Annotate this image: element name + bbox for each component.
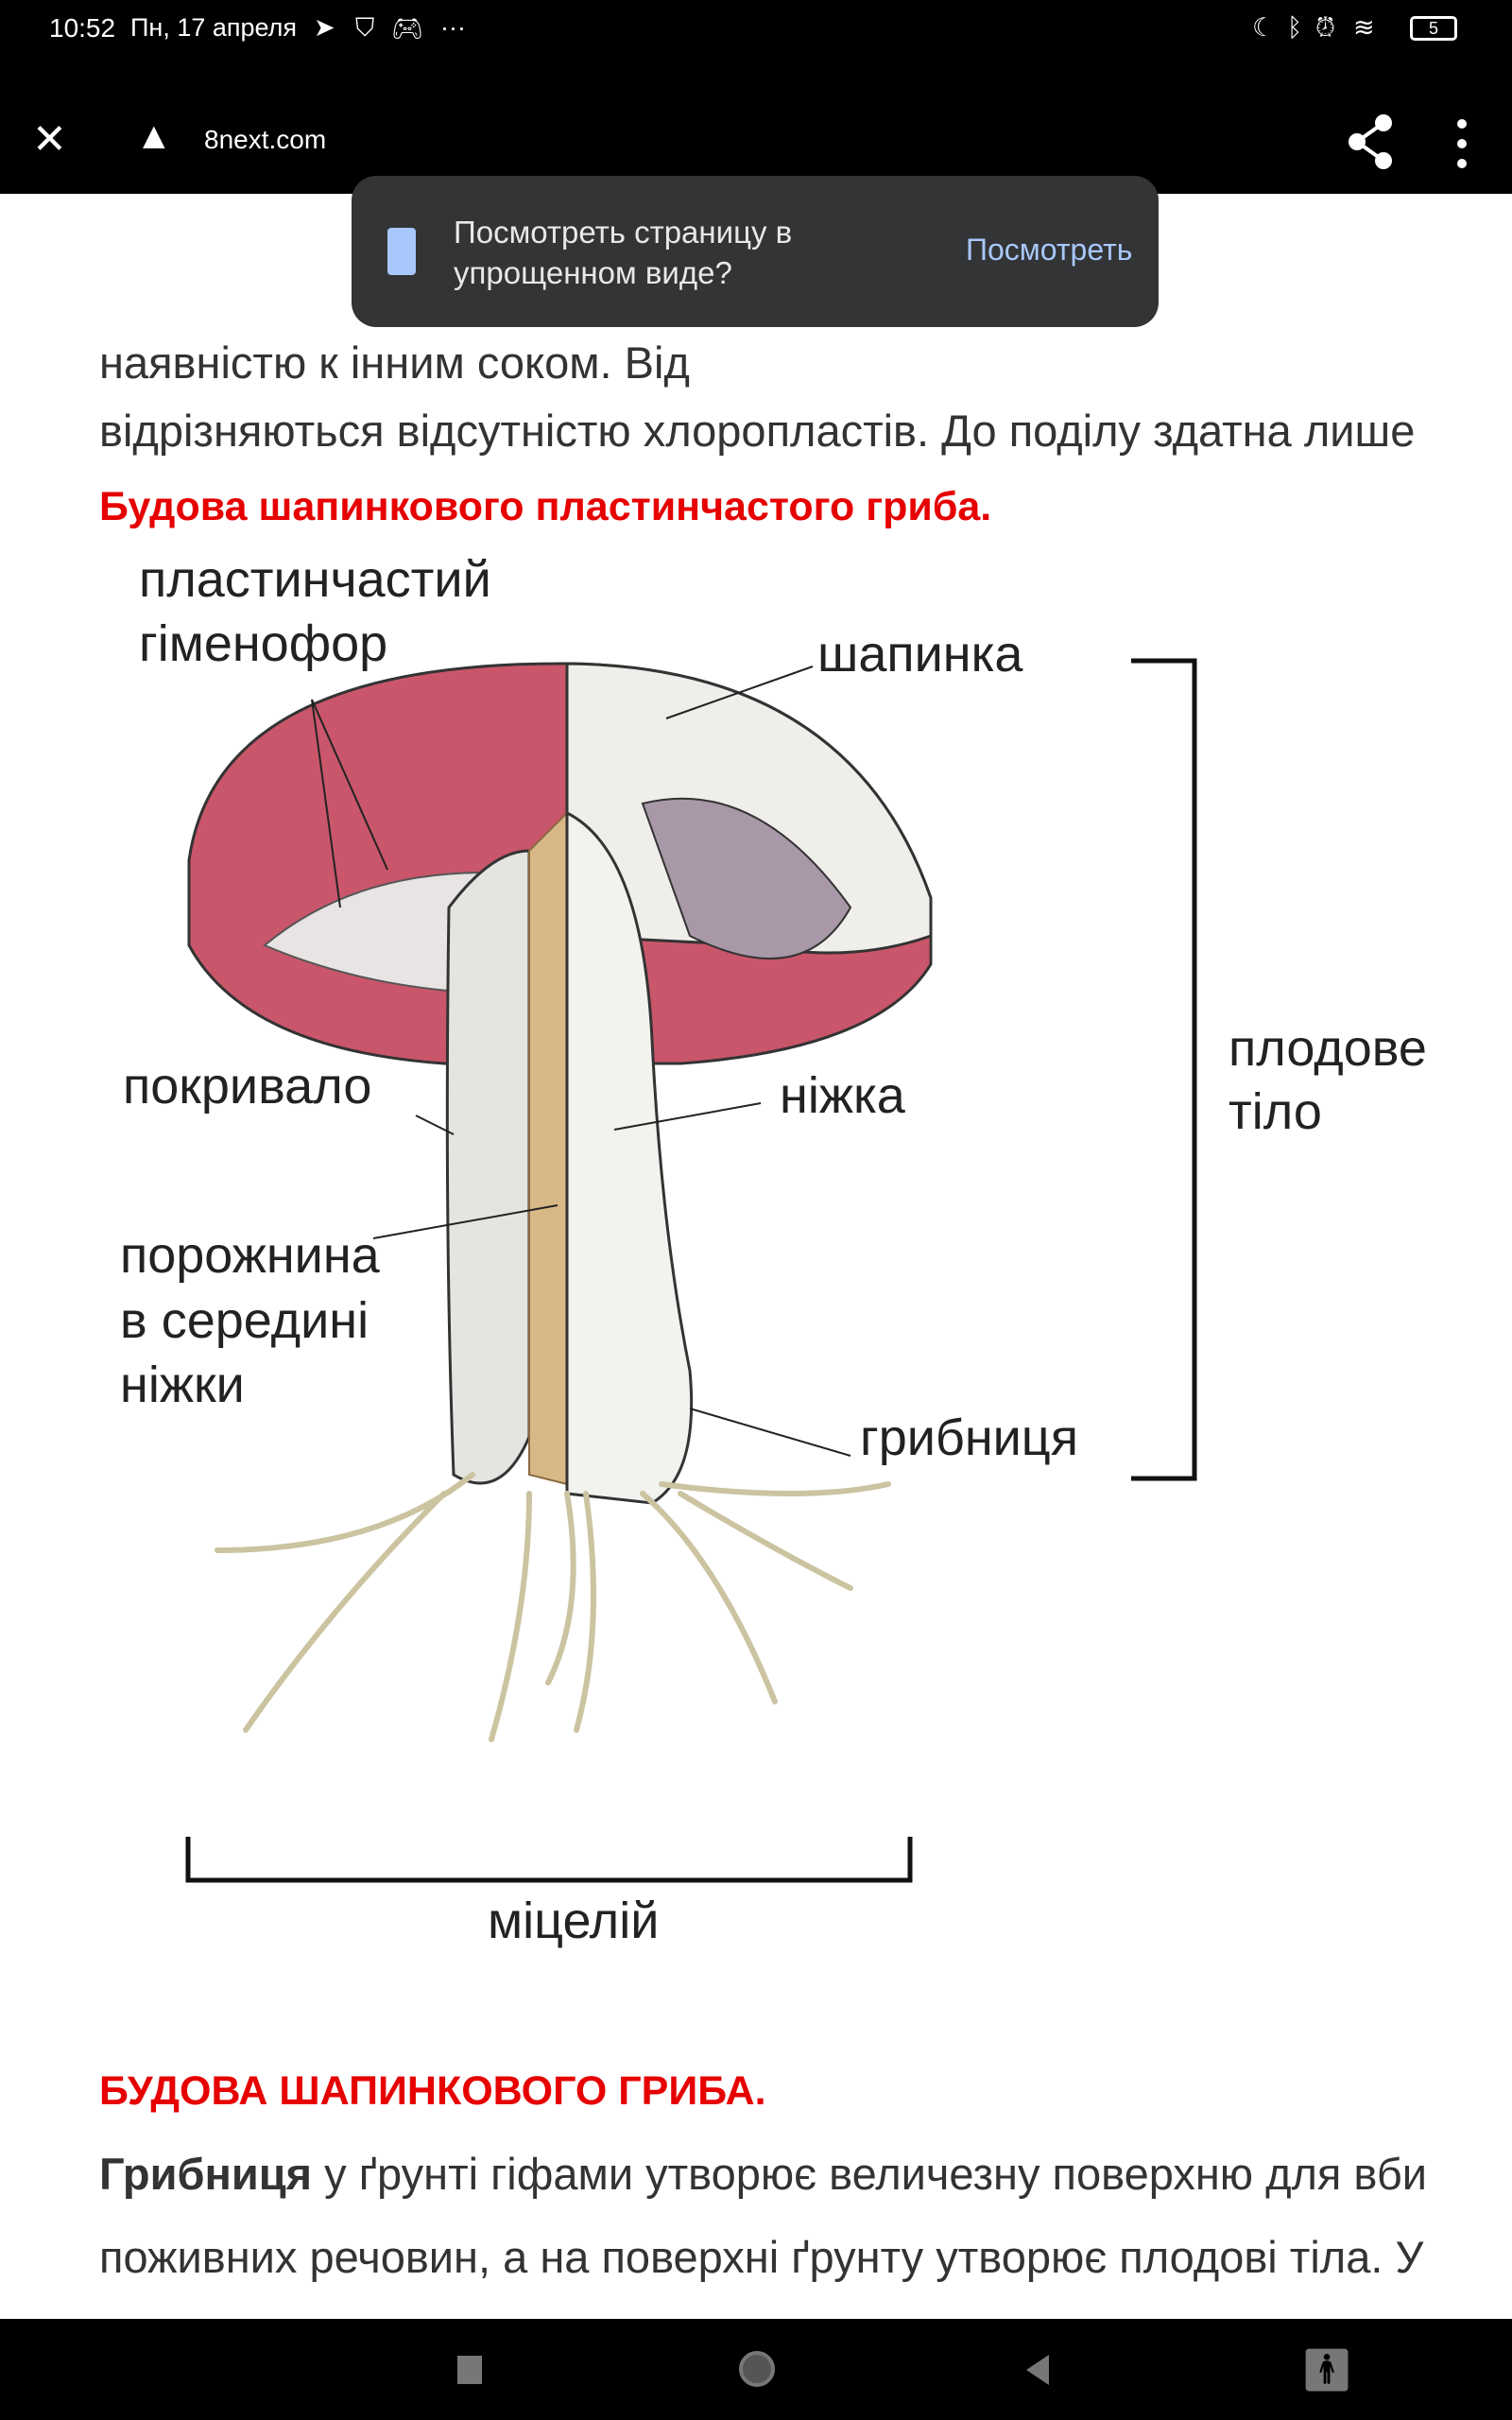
more-notifications: ··· <box>440 13 466 42</box>
bluetooth-icon: ᛒ <box>1287 13 1303 42</box>
moon-icon: ☾ <box>1252 13 1276 42</box>
bold-term: Грибниця <box>99 2149 313 2199</box>
clock: 10:52 <box>49 13 116 43</box>
text-line: наявністю к інним соком. Від <box>99 337 690 388</box>
label-cavity: ніжки <box>120 1357 245 1413</box>
accessibility-icon[interactable]: 🚹︎ <box>1300 2347 1353 2394</box>
label-cavity: в середині <box>120 1292 369 1349</box>
navigation-bar: 🚹︎ <box>0 2319 1512 2420</box>
prompt-message: Посмотреть страницу в упрощенном виде? <box>454 215 793 290</box>
text-line: відрізняються відсутністю хлоропластів. … <box>99 406 1416 456</box>
mycelium-bracket <box>185 1837 913 1883</box>
alarm-icon: ⏰︎ <box>1315 13 1336 42</box>
warning-icon[interactable]: ▲ <box>135 115 173 157</box>
fruit-body-bracket <box>1131 658 1197 1481</box>
label-mycelium: міцелій <box>488 1893 660 1949</box>
reader-mode-icon <box>387 228 416 275</box>
label-stem: ніжка <box>780 1067 905 1124</box>
section-heading: Будова шапинкового пластинчастого гриба. <box>99 484 992 529</box>
share-icon[interactable] <box>1348 113 1395 170</box>
simplified-view-prompt: Посмотреть страницу в упрощенном виде? П… <box>352 176 1159 327</box>
battery-icon: 5 <box>1410 16 1457 41</box>
back-button[interactable] <box>1026 2355 1049 2385</box>
label-veil: покривало <box>123 1058 372 1115</box>
label-gymenophore: гіменофор <box>139 615 388 672</box>
label-cap: шапинка <box>817 626 1023 683</box>
close-icon[interactable]: ✕ <box>32 116 67 163</box>
shield-icon: ⛉ <box>355 13 375 42</box>
home-button[interactable] <box>739 2351 775 2387</box>
date: Пн, 17 апреля <box>130 13 298 42</box>
url-text[interactable]: 8next.com <box>204 125 327 154</box>
label-cavity: порожнина <box>120 1227 380 1284</box>
telegram-icon: ➤ <box>314 13 335 42</box>
label-gymenophore: пластинчастий <box>139 551 491 608</box>
recents-button[interactable] <box>457 2356 482 2384</box>
view-button[interactable]: Посмотреть <box>966 233 1133 267</box>
gamepad-icon: 🎮︎ <box>391 14 424 43</box>
more-menu-icon[interactable] <box>1452 115 1471 172</box>
wifi-icon: ≋ <box>1353 13 1375 42</box>
text: у ґрунті гіфами утворює величезну поверх… <box>312 2149 1428 2199</box>
section-heading: БУДОВА ШАПИНКОВОГО ГРИБА. <box>99 2068 766 2114</box>
text-line: Грибниця у ґрунті гіфами утворює величез… <box>99 2148 1427 2200</box>
text-line: поживних речовин, а на поверхні ґрунту у… <box>99 2232 1424 2282</box>
label-fruit-body: плодове <box>1228 1020 1427 1077</box>
label-fruit-body: тіло <box>1228 1083 1322 1140</box>
status-bar: 10:52 Пн, 17 апреля ➤ ⛉ 🎮︎ ··· ☾ ᛒ ⏰︎ ≋ … <box>0 0 1512 95</box>
label-mycelium-base: грибниця <box>860 1409 1078 1466</box>
